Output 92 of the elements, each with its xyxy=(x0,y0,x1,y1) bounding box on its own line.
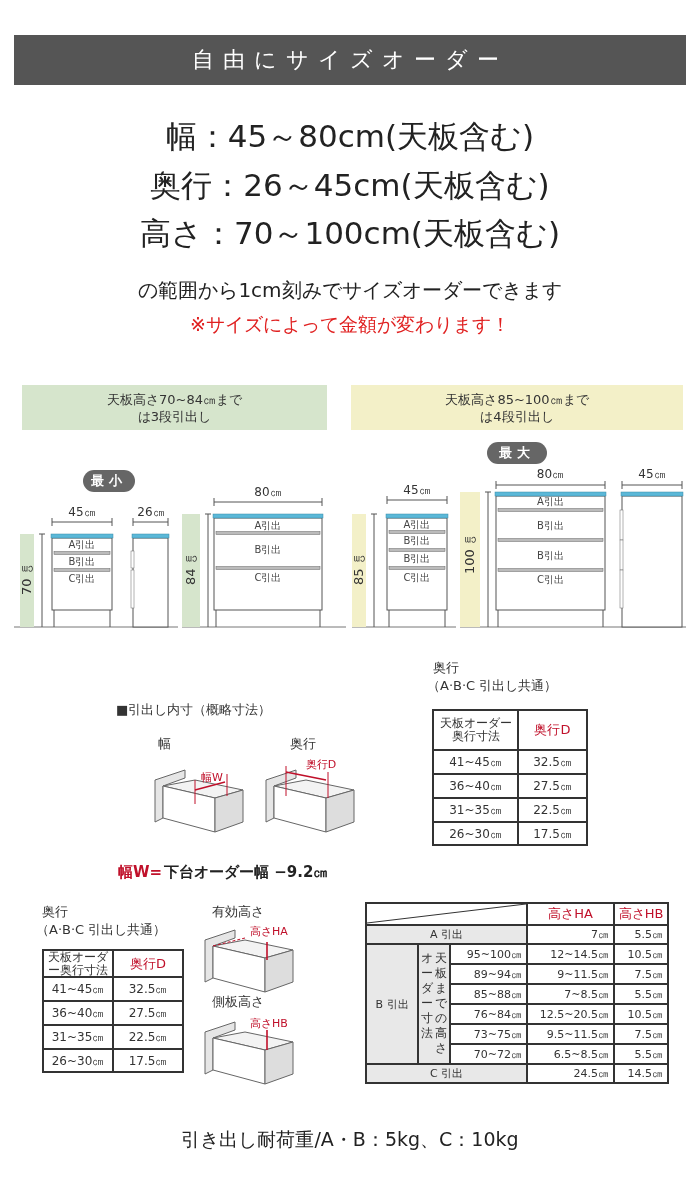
heading-band: 天板高さ70~84㎝までは3段引出し xyxy=(22,385,327,430)
table-cell: 76~84㎝ xyxy=(450,1004,527,1024)
dimension-label: 85㎝ xyxy=(352,554,366,587)
drawer-label: B引出 xyxy=(536,518,565,533)
badge: 最大 xyxy=(487,442,547,464)
table-cell: 17.5㎝ xyxy=(113,1049,183,1073)
table-cell: 9~11.5㎝ xyxy=(527,964,614,984)
table-cell: 天板オーダー奥行寸法 xyxy=(433,710,518,750)
drawer-label: C引出 xyxy=(402,571,432,585)
table-cell: 5.5㎝ xyxy=(614,984,668,1004)
dimension-label: 45㎝ xyxy=(637,466,667,482)
table-cell: 5.5㎝ xyxy=(614,1044,668,1064)
table-cell: 31~35㎝ xyxy=(433,798,518,822)
table-cell: A 引出 xyxy=(366,925,527,944)
dimension-label: 高さHA xyxy=(249,924,289,938)
table-cell: 32.5㎝ xyxy=(113,977,183,1001)
heading-text: 奥行 xyxy=(42,903,69,921)
table-cell: 22.5㎝ xyxy=(518,798,587,822)
table-cell: 天板オーダー奥行寸法 xyxy=(43,950,113,977)
capacity-text: 引き出し耐荷重/A・B：5kg、C：10kg xyxy=(180,1127,520,1152)
table-cell: 12.5~20.5㎝ xyxy=(527,1004,614,1024)
heading-text: 側板高さ xyxy=(212,993,265,1011)
table-cell: 天板までの高さオーダー寸法 xyxy=(418,944,450,1064)
heading-text: 奥行 xyxy=(290,735,317,753)
note-text: （A·B·C 引出し共通） xyxy=(427,677,559,695)
table-cell: 89~94㎝ xyxy=(450,964,527,984)
heading-band: 天板高さ85~100㎝までは4段引出し xyxy=(351,385,683,430)
drawer-label: A引出 xyxy=(536,495,565,509)
dimension-label: 80㎝ xyxy=(535,466,566,482)
formula-text: 幅W= xyxy=(118,862,164,882)
dimension-label: 45㎝ xyxy=(67,505,97,520)
table-cell: 高さHA xyxy=(527,903,614,925)
table-cell: 高さHB xyxy=(614,903,668,925)
table-cell: 95~100㎝ xyxy=(450,944,527,964)
table-cell: 32.5㎝ xyxy=(518,750,587,774)
drawer-label: A引出 xyxy=(402,518,432,531)
drawer-label: B引出 xyxy=(536,548,565,563)
dimension-label: 奥行D xyxy=(304,757,338,771)
table-cell: B 引出 xyxy=(366,944,418,1064)
table-cell: 6.5~8.5㎝ xyxy=(527,1044,614,1064)
header-band: 自由にサイズオーダー xyxy=(14,35,686,85)
table-cell: 奥行D xyxy=(518,710,587,750)
dimension-label: 70㎝ xyxy=(20,564,34,597)
table-cell: 22.5㎝ xyxy=(113,1025,183,1049)
size-range-text: 高さ：70～100cm(天板含む) xyxy=(138,214,561,253)
table-cell: 31~35㎝ xyxy=(43,1025,113,1049)
table-cell: 73~75㎝ xyxy=(450,1024,527,1044)
description-text: の範囲から1cm刻みでサイズオーダーできます xyxy=(137,276,563,304)
dimension-label: 幅W xyxy=(200,770,224,784)
drawer-label: A引出 xyxy=(67,537,97,552)
table-cell: 7㎝ xyxy=(527,925,614,944)
table-cell: 10.5㎝ xyxy=(614,944,668,964)
dimension-label: 84㎝ xyxy=(182,554,199,587)
table-cell: 7.5㎝ xyxy=(614,1024,668,1044)
drawer-label: B引出 xyxy=(402,534,432,548)
table-cell: 27.5㎝ xyxy=(518,774,587,798)
size-range-text: 奥行：26～45cm(天板含む) xyxy=(149,166,551,205)
dimension-label: 45㎝ xyxy=(402,482,432,498)
table-cell: 70~72㎝ xyxy=(450,1044,527,1064)
drawer-label: B引出 xyxy=(67,554,97,569)
table-cell: 36~40㎝ xyxy=(433,774,518,798)
table-cell: 10.5㎝ xyxy=(614,1004,668,1024)
drawer-label: C引出 xyxy=(253,571,283,585)
drawer-label: B引出 xyxy=(402,552,432,566)
heading-text: 有効高さ xyxy=(212,903,265,921)
section-heading: ■引出し内寸（概略寸法） xyxy=(116,701,273,719)
table-cell: 9.5~11.5㎝ xyxy=(527,1024,614,1044)
drawer-label: A引出 xyxy=(253,519,283,532)
table-cell: 41~45㎝ xyxy=(43,977,113,1001)
dimension-label: 高さHB xyxy=(249,1016,289,1030)
table-cell: 5.5㎝ xyxy=(614,925,668,944)
size-range-text: 幅：45～80cm(天板含む) xyxy=(164,117,536,156)
table-cell: 12~14.5㎝ xyxy=(527,944,614,964)
table-cell: 奥行D xyxy=(113,950,183,977)
note-text: （A·B·C 引出し共通） xyxy=(36,921,168,939)
table-cell: 41~45㎝ xyxy=(433,750,518,774)
dimension-label: 80㎝ xyxy=(253,484,283,500)
table-cell: 36~40㎝ xyxy=(43,1001,113,1025)
drawer-label: B引出 xyxy=(253,543,283,557)
table-cell: 7.5㎝ xyxy=(614,964,668,984)
drawer-label: C引出 xyxy=(536,573,565,587)
dimension-label: 100㎝ xyxy=(461,535,478,576)
drawer-label: C引出 xyxy=(67,571,97,586)
table-cell: 27.5㎝ xyxy=(113,1001,183,1025)
heading-text: 奥行 xyxy=(433,659,460,677)
badge: 最小 xyxy=(83,470,135,492)
note-text: ※サイズによって金額が変わります！ xyxy=(189,312,511,337)
table-cell: 85~88㎝ xyxy=(450,984,527,1004)
formula-text: 下台オーダー幅 −9.2㎝ xyxy=(164,862,330,882)
table-cell: 7~8.5㎝ xyxy=(527,984,614,1004)
dimension-label: 26㎝ xyxy=(136,505,166,520)
heading-text: 幅 xyxy=(158,735,172,753)
